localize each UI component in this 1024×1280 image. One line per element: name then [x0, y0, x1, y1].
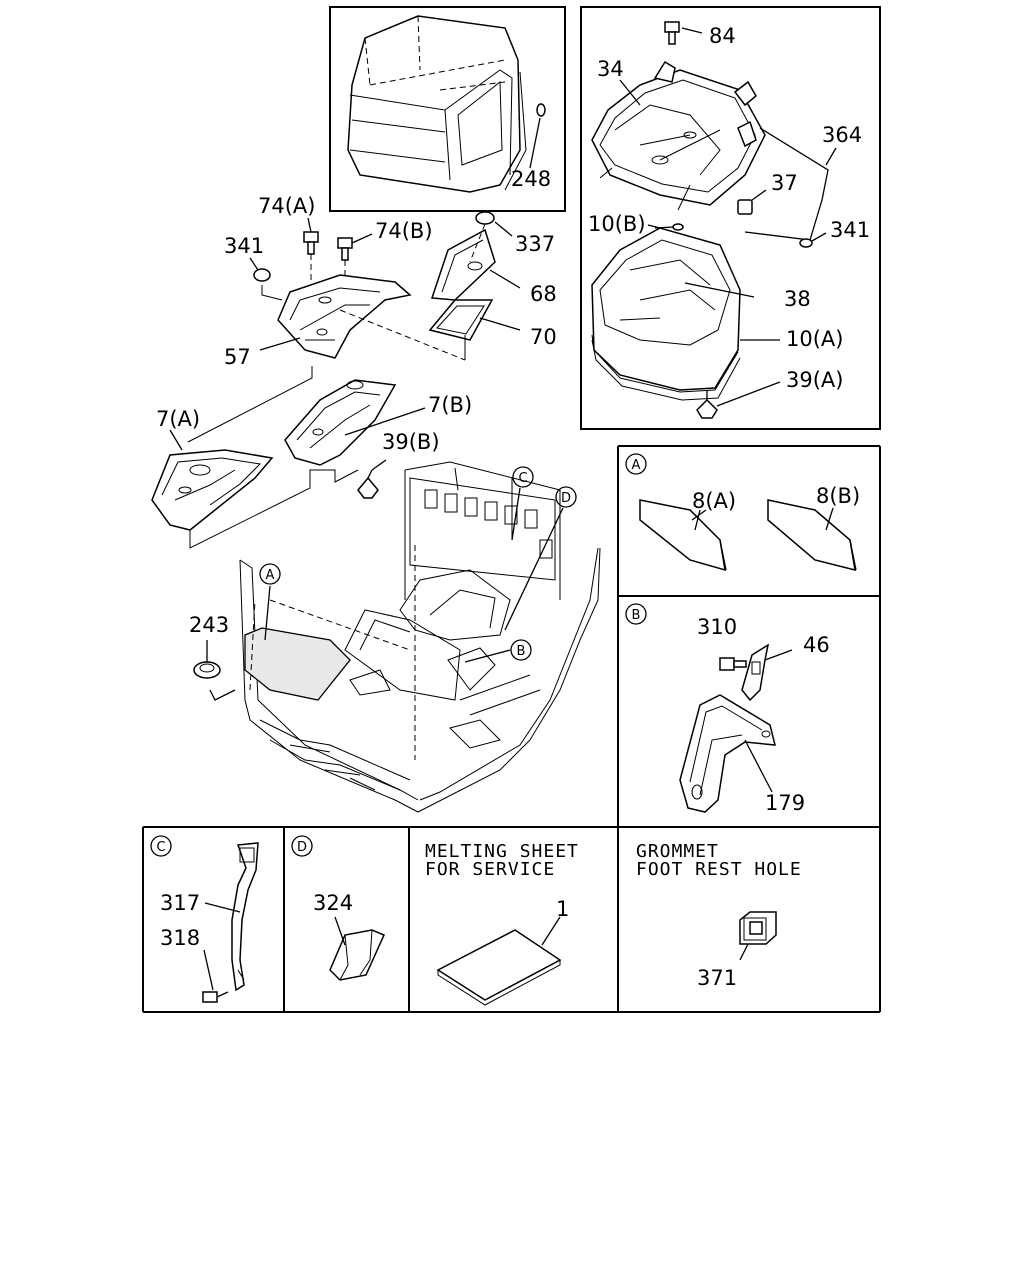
label-7a: 7(A) — [156, 407, 200, 431]
callout-c-floor: C — [512, 466, 534, 488]
label-364: 364 — [822, 123, 862, 147]
clip-74a — [303, 217, 319, 292]
label-1: 1 — [556, 897, 569, 921]
label-337: 337 — [515, 232, 555, 256]
label-341-left: 341 — [224, 234, 264, 258]
label-34: 34 — [597, 57, 624, 81]
melting-sheet-title-line1: MELTING SHEET — [425, 841, 579, 862]
plug-341-left — [249, 257, 271, 282]
label-310: 310 — [697, 615, 737, 639]
label-318: 318 — [160, 926, 200, 950]
cab-inset-frame — [329, 6, 566, 212]
bolt-310 — [719, 657, 747, 671]
callout-a-panel: A — [625, 453, 647, 475]
callout-a-floor: A — [259, 563, 281, 585]
svg-text:B: B — [632, 608, 641, 623]
label-46: 46 — [803, 633, 830, 657]
panel-7b — [284, 379, 426, 466]
seal-70 — [428, 299, 521, 341]
label-39a: 39(A) — [786, 368, 843, 392]
label-74a: 74(A) — [258, 194, 315, 218]
guide-lines-brackets — [187, 366, 359, 549]
floor-mat-10a — [591, 223, 780, 401]
grommet-243 — [193, 640, 221, 679]
clip-324 — [329, 916, 386, 981]
callout-d-floor: D — [555, 486, 577, 508]
svg-text:A: A — [632, 458, 641, 473]
bracket-46 — [741, 643, 793, 702]
cab-floor-assembly — [209, 461, 601, 813]
svg-text:D: D — [561, 491, 571, 506]
clip-39b — [357, 459, 387, 499]
floor-mat-frame — [580, 6, 881, 430]
label-39b: 39(B) — [382, 430, 440, 454]
weatherstrip-364 — [744, 127, 837, 241]
label-341-right: 341 — [830, 218, 870, 242]
label-179: 179 — [765, 791, 805, 815]
label-10a: 10(A) — [786, 327, 843, 351]
bracket-179 — [679, 694, 776, 813]
label-243: 243 — [189, 613, 229, 637]
insulator-8b — [767, 499, 857, 572]
clip-74b — [337, 233, 373, 290]
strap-317 — [204, 842, 259, 992]
label-38: 38 — [784, 287, 811, 311]
callout-b-panel: B — [625, 603, 647, 625]
floor-insulator-34 — [591, 60, 766, 211]
bolt-84 — [664, 21, 703, 45]
plug-341-right — [799, 232, 827, 248]
cab-illustration — [347, 15, 546, 193]
label-57: 57 — [224, 345, 251, 369]
grommet-371 — [739, 911, 777, 961]
plate-68 — [430, 228, 521, 301]
screw-318 — [202, 949, 229, 1003]
label-70: 70 — [530, 325, 557, 349]
clip-39a — [696, 381, 781, 419]
label-84: 84 — [709, 24, 736, 48]
callout-c-panel: C — [150, 835, 172, 857]
grommet-title-line2: FOOT REST HOLE — [636, 859, 802, 880]
label-317: 317 — [160, 891, 200, 915]
insulator-8a — [639, 499, 727, 572]
svg-text:B: B — [517, 644, 526, 659]
label-371: 371 — [697, 966, 737, 990]
leader-b-floor — [464, 649, 511, 663]
label-8b: 8(B) — [816, 484, 860, 508]
panel-57 — [259, 274, 412, 359]
melting-sheet-title-line2: FOR SERVICE — [425, 859, 555, 880]
label-324: 324 — [313, 891, 353, 915]
leader-c-floor — [511, 487, 521, 541]
label-7b: 7(B) — [428, 393, 472, 417]
label-8a: 8(A) — [692, 489, 736, 513]
melting-sheet-1 — [436, 916, 562, 1006]
leader-d-floor — [504, 507, 564, 631]
svg-text:C: C — [518, 471, 527, 486]
grommet-title-line1: GROMMET — [636, 841, 719, 862]
label-37: 37 — [771, 171, 798, 195]
svg-text:A: A — [266, 568, 275, 583]
callout-b-floor: B — [510, 639, 532, 661]
label-74b: 74(B) — [375, 219, 433, 243]
plug-337 — [469, 211, 513, 263]
guide-line-57 — [339, 309, 466, 361]
svg-text:D: D — [297, 840, 307, 855]
grommet-37 — [737, 189, 767, 215]
label-10b: 10(B) — [588, 212, 646, 236]
detail-panels-right — [142, 445, 881, 1013]
label-248: 248 — [511, 167, 551, 191]
callout-d-panel: D — [291, 835, 313, 857]
panel-7a — [151, 429, 274, 531]
leader-a-floor — [264, 585, 271, 641]
label-68: 68 — [530, 282, 557, 306]
svg-text:C: C — [156, 840, 165, 855]
leader-lines — [529, 79, 707, 521]
